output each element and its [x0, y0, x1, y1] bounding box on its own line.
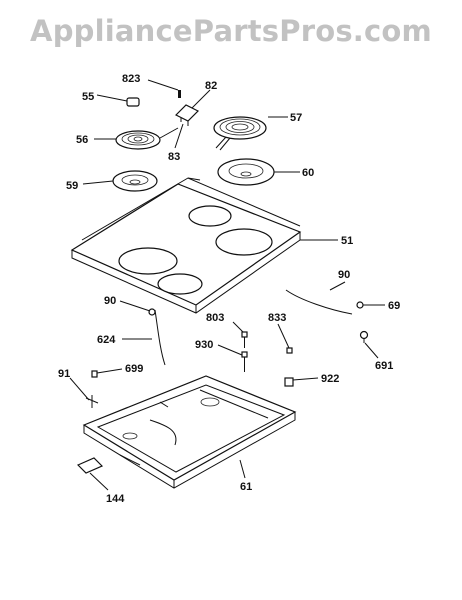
leader-lines	[69, 79, 385, 491]
label-699: 699	[125, 363, 143, 375]
screw-833	[286, 347, 293, 354]
small-drip-pan	[112, 170, 158, 192]
grommet-922	[284, 377, 294, 387]
screw-91	[85, 395, 99, 408]
label-823: 823	[122, 73, 140, 85]
label-60: 60	[302, 167, 314, 179]
wire-harness-left	[148, 308, 166, 366]
wire-harness-right	[285, 289, 369, 343]
screw-699	[91, 370, 98, 378]
cooktop	[70, 177, 302, 314]
label-833: 833	[268, 312, 286, 324]
label-57: 57	[290, 112, 302, 124]
label-83: 83	[168, 151, 180, 163]
label-803: 803	[206, 312, 224, 324]
label-56: 56	[76, 134, 88, 146]
screw-803	[241, 331, 248, 348]
large-burner-element	[213, 116, 267, 151]
large-drip-pan	[217, 158, 275, 186]
label-922: 922	[321, 373, 339, 385]
watermark: AppliancePartsPros.com	[30, 14, 432, 48]
screw-823	[178, 90, 181, 98]
label-144: 144	[106, 493, 125, 505]
label-82: 82	[205, 80, 217, 92]
label-55: 55	[82, 91, 94, 103]
screw-930	[241, 351, 248, 372]
label-691: 691	[375, 360, 393, 372]
label-624: 624	[97, 334, 116, 346]
small-burner-element	[115, 127, 179, 150]
burner-cap	[126, 97, 140, 107]
label-61: 61	[240, 481, 252, 493]
label-90-right: 90	[338, 269, 350, 281]
label-90-left: 90	[104, 295, 116, 307]
label-59: 59	[66, 180, 78, 192]
bracket-144	[76, 457, 104, 474]
label-69: 69	[388, 300, 400, 312]
main-top-frame	[82, 375, 297, 489]
label-51: 51	[341, 235, 353, 247]
terminal-block	[174, 104, 200, 126]
label-91: 91	[58, 368, 70, 380]
label-930: 930	[195, 339, 213, 351]
